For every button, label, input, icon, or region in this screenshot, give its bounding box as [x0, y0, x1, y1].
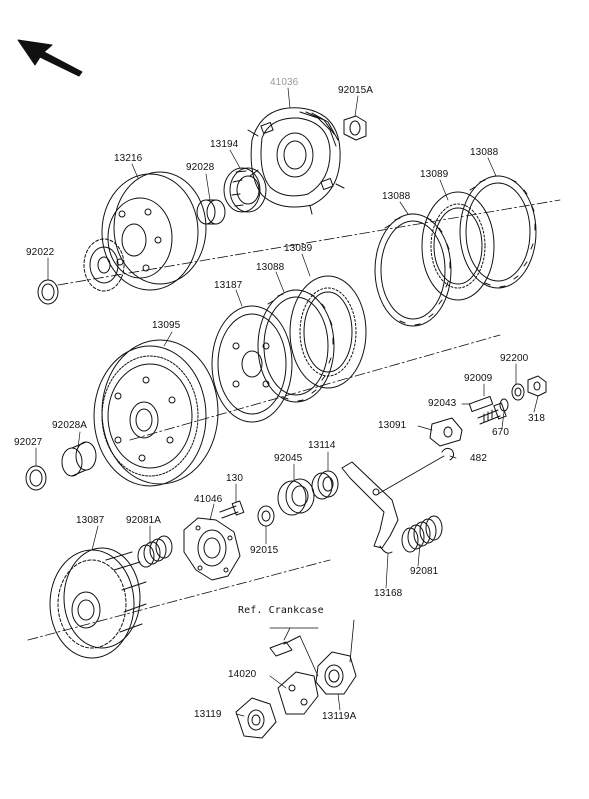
nut-318 [527, 375, 547, 397]
steel-plate-lower [289, 275, 367, 389]
friction-plate-lower [257, 289, 335, 403]
bearing-92045 [277, 478, 315, 516]
one-way-clutch [223, 167, 267, 213]
washer-92022 [37, 279, 59, 305]
label-92015: 92015 [250, 545, 279, 556]
label-14020: 14020 [228, 669, 257, 680]
label-92081: 92081 [410, 566, 439, 577]
release-lever-13168 [341, 455, 445, 554]
label-ref-crankcase: Ref. Crankcase [238, 605, 324, 616]
label-92045: 92045 [274, 453, 303, 464]
label-92043: 92043 [428, 398, 457, 409]
label-13087: 13087 [76, 515, 105, 526]
label-92028: 92028 [186, 162, 215, 173]
label-13168: 13168 [374, 588, 403, 599]
label-13088-top: 13088 [470, 147, 499, 158]
label-482: 482 [470, 453, 487, 464]
bushing-92028a [61, 441, 97, 477]
label-130: 130 [226, 473, 243, 484]
bolt-130 [219, 500, 245, 519]
clutch-hub-13087 [49, 547, 147, 659]
friction-plate-upper-1 [459, 175, 537, 289]
label-41036: 41036 [270, 77, 299, 88]
leader-lines [35, 87, 539, 717]
label-13114: 13114 [308, 440, 336, 451]
label-13216: 13216 [114, 153, 143, 164]
washer-92200 [511, 383, 525, 401]
label-13089-lower: 13089 [284, 243, 313, 254]
label-13089-top: 13089 [420, 169, 449, 180]
friction-plate-upper-2 [374, 213, 452, 327]
circlip-482 [441, 447, 455, 461]
label-92009: 92009 [464, 373, 493, 384]
collar-13114 [311, 470, 339, 500]
washer-92015 [257, 505, 275, 527]
label-92081a: 92081A [126, 515, 162, 526]
label-318: 318 [528, 413, 545, 424]
pin-ref-crankcase [269, 627, 319, 657]
label-670: 670 [492, 427, 509, 438]
clutch-drum-13216 [83, 171, 207, 292]
label-13091: 13091 [378, 420, 407, 431]
lifter-plate-41046 [183, 517, 241, 581]
label-92027: 92027 [14, 437, 43, 448]
ball-ramp-13119a [315, 619, 357, 695]
label-13119a: 13119A [322, 711, 357, 722]
spring-92081 [401, 515, 443, 553]
washer-92027 [25, 465, 47, 491]
label-13119: 13119 [194, 709, 222, 720]
label-13194: 13194 [210, 139, 239, 150]
label-13088-lower: 13088 [256, 262, 285, 273]
steel-plate-upper-1 [421, 191, 495, 301]
label-92015a: 92015A [338, 85, 374, 96]
label-13088-mid: 13088 [382, 191, 411, 202]
retainer-plate-14020 [277, 635, 319, 715]
clutch-housing-gear [93, 339, 219, 487]
label-13187: 13187 [214, 280, 243, 291]
front-arrow-icon [17, 39, 83, 77]
washer-670 [499, 398, 509, 412]
spring-92081a [137, 535, 173, 568]
label-13095: 13095 [152, 320, 181, 331]
label-41046: 41046 [194, 494, 223, 505]
bracket-13091 [429, 417, 463, 447]
bushing-92028 [196, 199, 226, 225]
release-pin-92043 [468, 395, 494, 413]
adjusting-screw-92009 [477, 402, 507, 425]
ball-ramp-13119 [235, 697, 277, 739]
pressure-plate-13187 [211, 305, 293, 423]
nut-92015a [343, 115, 367, 141]
label-92028a: 92028A [52, 420, 88, 431]
label-92022: 92022 [26, 247, 55, 258]
centrifugal-clutch-shoe-assembly [247, 107, 345, 215]
label-92200: 92200 [500, 353, 529, 364]
